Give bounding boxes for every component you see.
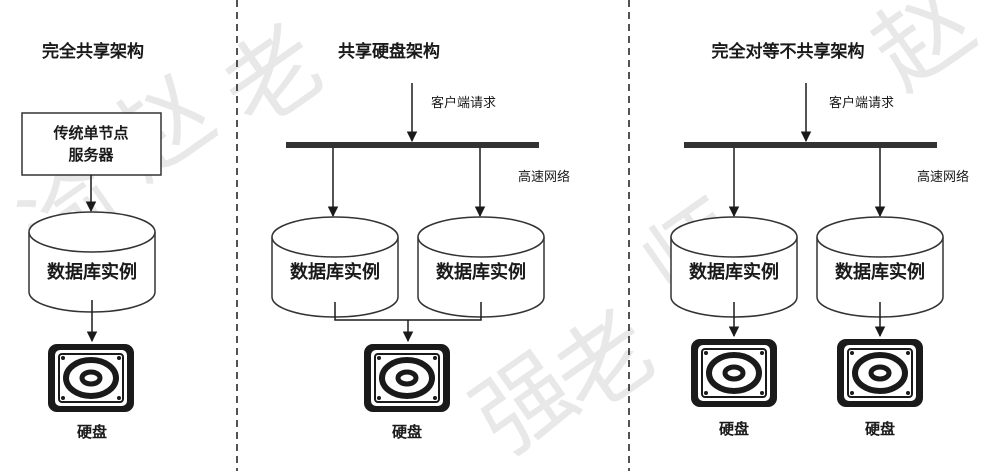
disk-label: 硬盘 bbox=[392, 423, 422, 441]
server-label-line2: 服务器 bbox=[68, 146, 114, 164]
client-request-label: 客户端请求 bbox=[431, 95, 496, 111]
network-label: 高速网络 bbox=[518, 169, 570, 185]
server-box bbox=[21, 112, 162, 176]
disk-label: 硬盘 bbox=[865, 420, 895, 438]
hard-disk-icon bbox=[691, 339, 777, 407]
client-request-label: 客户端请求 bbox=[829, 95, 894, 111]
panel-shared-nothing: 完全对等不共享架构 客户端请求 高速网络 数据库实例 数据库实例 硬盘 硬盘 bbox=[670, 41, 969, 438]
db-instance-label: 数据库实例 bbox=[689, 261, 779, 283]
network-bus bbox=[286, 142, 539, 148]
db-instance-label: 数据库实例 bbox=[835, 261, 925, 283]
hard-disk-icon bbox=[837, 339, 923, 407]
watermark-char: 赵 bbox=[853, 0, 994, 111]
hard-disk-icon bbox=[48, 344, 134, 412]
db-instance-label: 数据库实例 bbox=[290, 261, 380, 283]
disk-label: 硬盘 bbox=[77, 423, 107, 441]
db-instance-label: 数据库实例 bbox=[47, 261, 137, 283]
hard-disk-icon bbox=[364, 344, 450, 412]
db-instance-label: 数据库实例 bbox=[436, 261, 526, 283]
panel-title: 共享硬盘架构 bbox=[338, 41, 440, 62]
disk-label: 硬盘 bbox=[719, 420, 749, 438]
watermark-char: 老 bbox=[203, 6, 344, 151]
panel-title: 完全对等不共享架构 bbox=[712, 41, 865, 62]
network-bus bbox=[684, 142, 937, 148]
panel-shared-disk: 共享硬盘架构 客户端请求 高速网络 数据库实例 数据库实例 硬盘 bbox=[271, 41, 570, 441]
panel-title: 完全共享架构 bbox=[42, 41, 144, 62]
server-label-line1: 传统单节点 bbox=[52, 124, 128, 142]
network-label: 高速网络 bbox=[917, 169, 969, 185]
panel-shared-everything: 完全共享架构 传统单节点 服务器 数据库实例 硬盘 bbox=[21, 41, 162, 441]
